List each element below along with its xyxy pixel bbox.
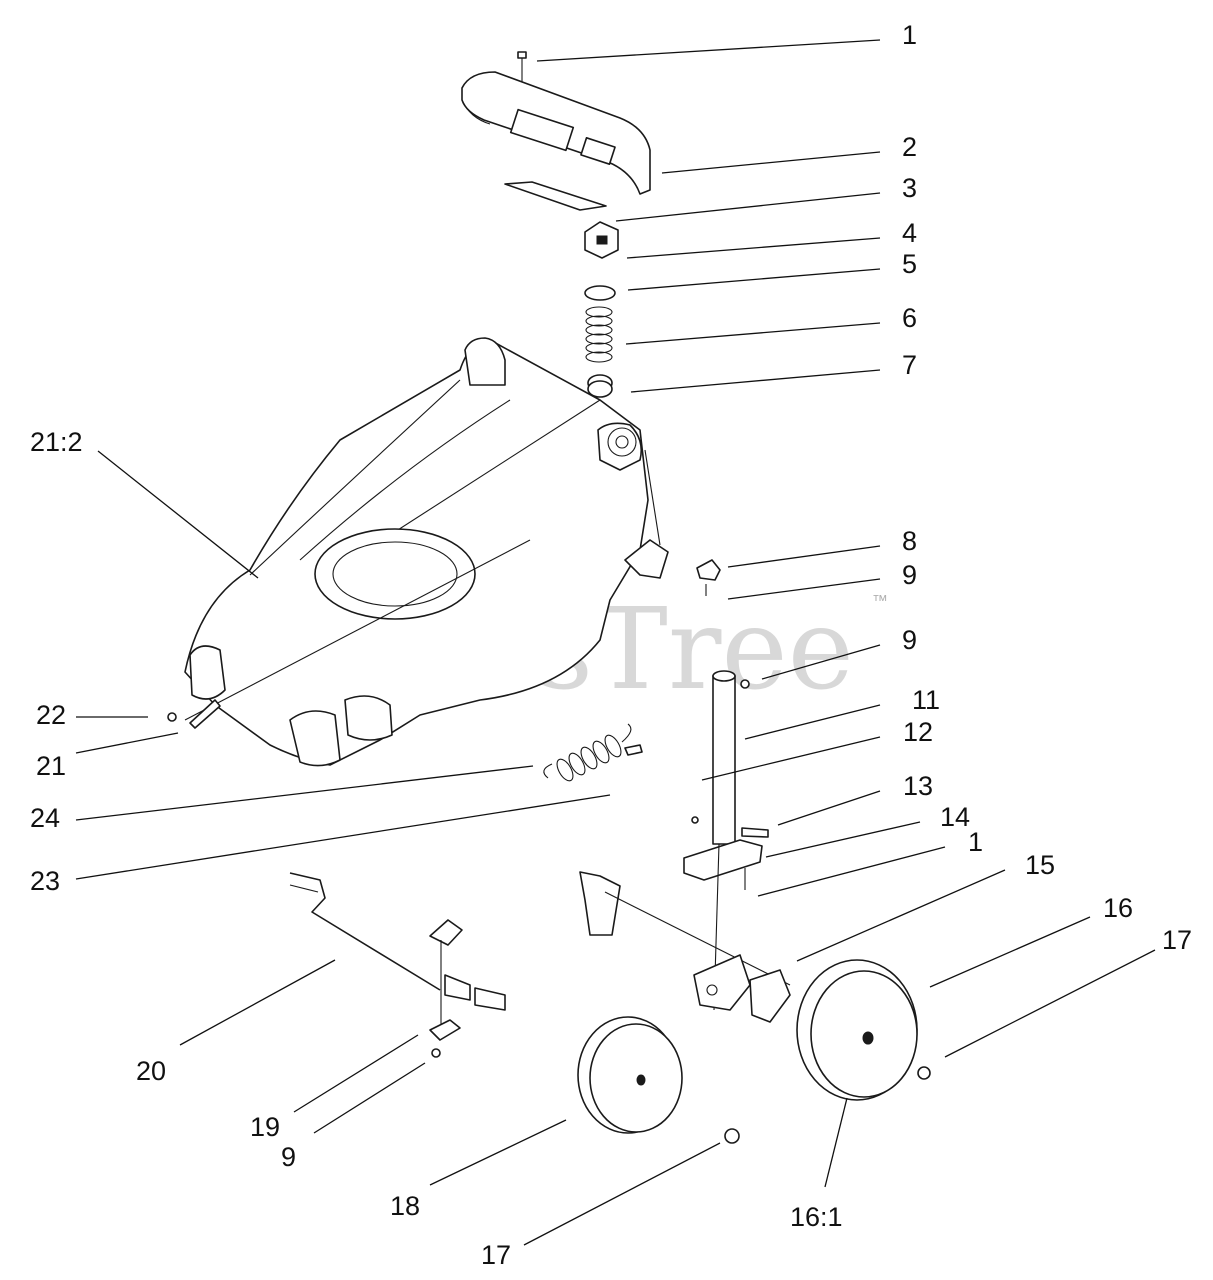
bracket-14-part (683, 839, 763, 881)
clip-part (696, 559, 721, 581)
callout-9-a: 9 (902, 560, 917, 590)
washer-part (584, 285, 616, 301)
callout-15: 15 (1025, 850, 1055, 880)
parts-art (167, 51, 931, 1144)
clamp-top-part (429, 919, 463, 946)
pin-12-part (691, 816, 699, 824)
front-wheel-part (577, 1016, 683, 1134)
clamp-bottom-part (429, 1019, 461, 1041)
callout-12: 12 (903, 717, 933, 747)
bushing-part (587, 374, 613, 398)
mower-deck-part (184, 337, 669, 767)
tube-part (712, 670, 736, 845)
callout-7: 7 (902, 350, 917, 380)
screw-23-part (624, 744, 643, 756)
callout-23: 23 (30, 866, 60, 896)
extension-spring-part (543, 723, 632, 782)
callout-17-a: 17 (1162, 925, 1192, 955)
callout-13: 13 (903, 771, 933, 801)
callout-19: 19 (250, 1112, 280, 1142)
rear-wheel-part (796, 959, 918, 1101)
callout-1-b: 1 (968, 827, 983, 857)
callout-labels: 1 2 3 4 5 6 7 8 9 9 11 12 13 14 1 15 16 … (30, 20, 1192, 1270)
leader-lines (75, 39, 1156, 1246)
screw-9c-part (431, 1048, 441, 1058)
bolt-13-part (741, 827, 769, 838)
plate-part (504, 181, 607, 211)
callout-8: 8 (902, 526, 917, 556)
rod-end-left-part (189, 699, 221, 729)
callout-3: 3 (902, 173, 917, 203)
callout-2: 2 (902, 132, 917, 162)
front-axle-part (289, 872, 506, 1011)
callout-21-2: 21:2 (30, 427, 83, 457)
nut-17a-part (917, 1066, 931, 1080)
callout-5: 5 (902, 249, 917, 279)
callout-9-b: 9 (902, 625, 917, 655)
nut-small-left-part (167, 712, 177, 722)
callout-24: 24 (30, 803, 60, 833)
callout-16: 16 (1103, 893, 1133, 923)
screw-9b-part (740, 679, 750, 689)
callout-11: 11 (912, 685, 940, 715)
callout-21: 21 (36, 751, 66, 781)
callout-17-b: 17 (481, 1240, 511, 1270)
callout-22: 22 (36, 700, 66, 730)
watermark-trademark: ™ (872, 593, 888, 610)
spring-part (585, 306, 613, 363)
callout-14: 14 (940, 802, 970, 832)
callout-6: 6 (902, 303, 917, 333)
callout-16-1: 16:1 (790, 1202, 843, 1232)
block-part (584, 221, 619, 259)
callout-4: 4 (902, 218, 917, 248)
callout-1: 1 (902, 20, 917, 50)
nut-17b-part (724, 1128, 740, 1144)
callout-9-c: 9 (281, 1142, 296, 1172)
callout-20: 20 (136, 1056, 166, 1086)
callout-18: 18 (390, 1191, 420, 1221)
rear-axle-part (579, 871, 791, 1023)
handle-cover-part (461, 71, 651, 195)
